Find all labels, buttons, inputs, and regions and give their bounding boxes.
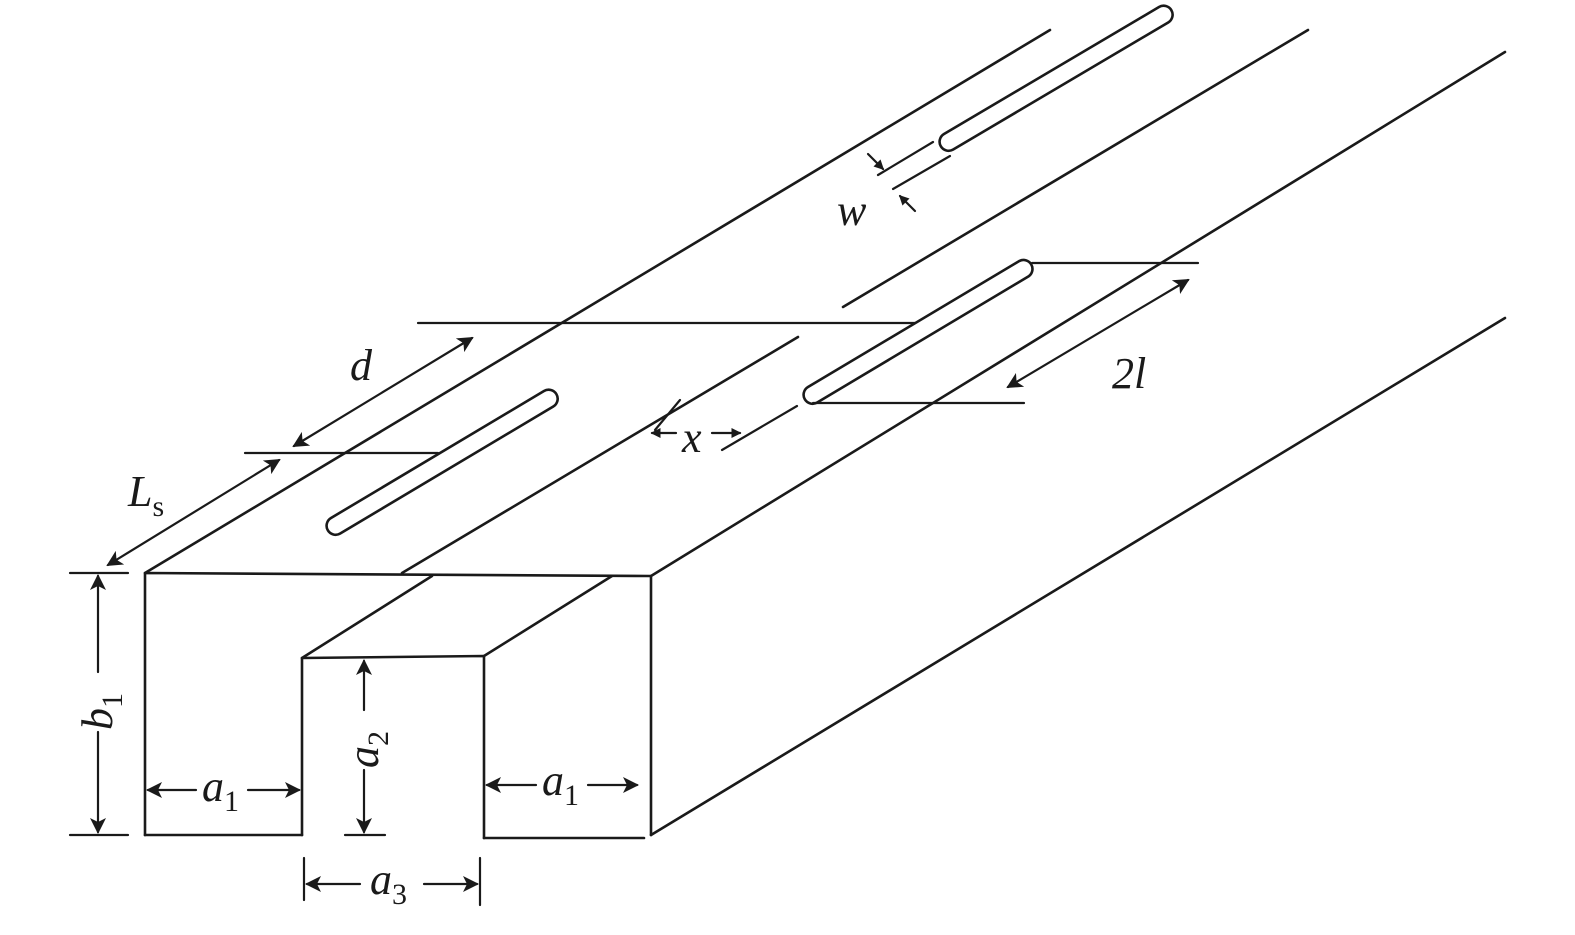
slot-1 — [325, 388, 559, 537]
ridge-cavity — [300, 654, 486, 840]
label-b1-main: b — [73, 708, 122, 730]
label-a1-left: a1 — [202, 762, 239, 818]
x-ext-1 — [653, 398, 682, 432]
slots — [325, 4, 1174, 537]
dimensions — [68, 140, 1200, 907]
label-b1-sub: 1 — [96, 693, 129, 708]
w-arrow-1 — [866, 152, 885, 171]
slot-3 — [938, 4, 1174, 153]
label-a2: a2 — [339, 731, 395, 768]
centre-line-seg1 — [400, 335, 800, 575]
centre-line-seg2 — [841, 28, 1310, 309]
w-ext-2 — [891, 154, 952, 191]
label-a1-right: a1 — [542, 756, 579, 812]
label-a3-sub: 3 — [392, 878, 407, 911]
label-a1-left-sub: 1 — [224, 785, 239, 818]
label-ls-main: L — [127, 467, 152, 516]
top-right-edge — [649, 50, 1507, 578]
label-2l: 2l — [1112, 349, 1146, 398]
x-ext-2 — [720, 404, 799, 452]
label-b1: b1 — [73, 693, 129, 730]
label-x: x — [681, 413, 702, 462]
label-a2-main: a — [339, 746, 388, 768]
2l-arrow — [1006, 278, 1190, 389]
ridge-right-edge — [482, 574, 614, 658]
ridge-left-edge — [300, 574, 434, 660]
label-a3-main: a — [370, 855, 392, 904]
label-a1-left-main: a — [202, 762, 224, 811]
labels: d w 2l x Ls b1 a2 a1 a1 a3 — [73, 186, 1146, 911]
waveguide-body — [143, 28, 1507, 840]
bottom-right-edge — [649, 316, 1507, 837]
ls-arrow — [106, 458, 281, 567]
svg-text:b1: b1 — [73, 693, 129, 730]
w-arrow-2 — [898, 194, 917, 213]
w-ext-1 — [876, 140, 935, 177]
label-a3: a3 — [370, 855, 407, 911]
label-a1-right-sub: 1 — [564, 779, 579, 812]
svg-text:a2: a2 — [339, 731, 395, 768]
label-d: d — [350, 341, 373, 390]
label-a2-sub: 2 — [362, 731, 395, 746]
label-ls: Ls — [127, 467, 164, 523]
top-left-edge — [143, 28, 1052, 575]
label-a1-right-main: a — [542, 756, 564, 805]
front-face-outline — [143, 571, 653, 837]
label-w: w — [837, 186, 867, 235]
slot-2 — [802, 258, 1034, 406]
d-arrow — [292, 336, 474, 448]
label-ls-sub: s — [152, 490, 164, 523]
